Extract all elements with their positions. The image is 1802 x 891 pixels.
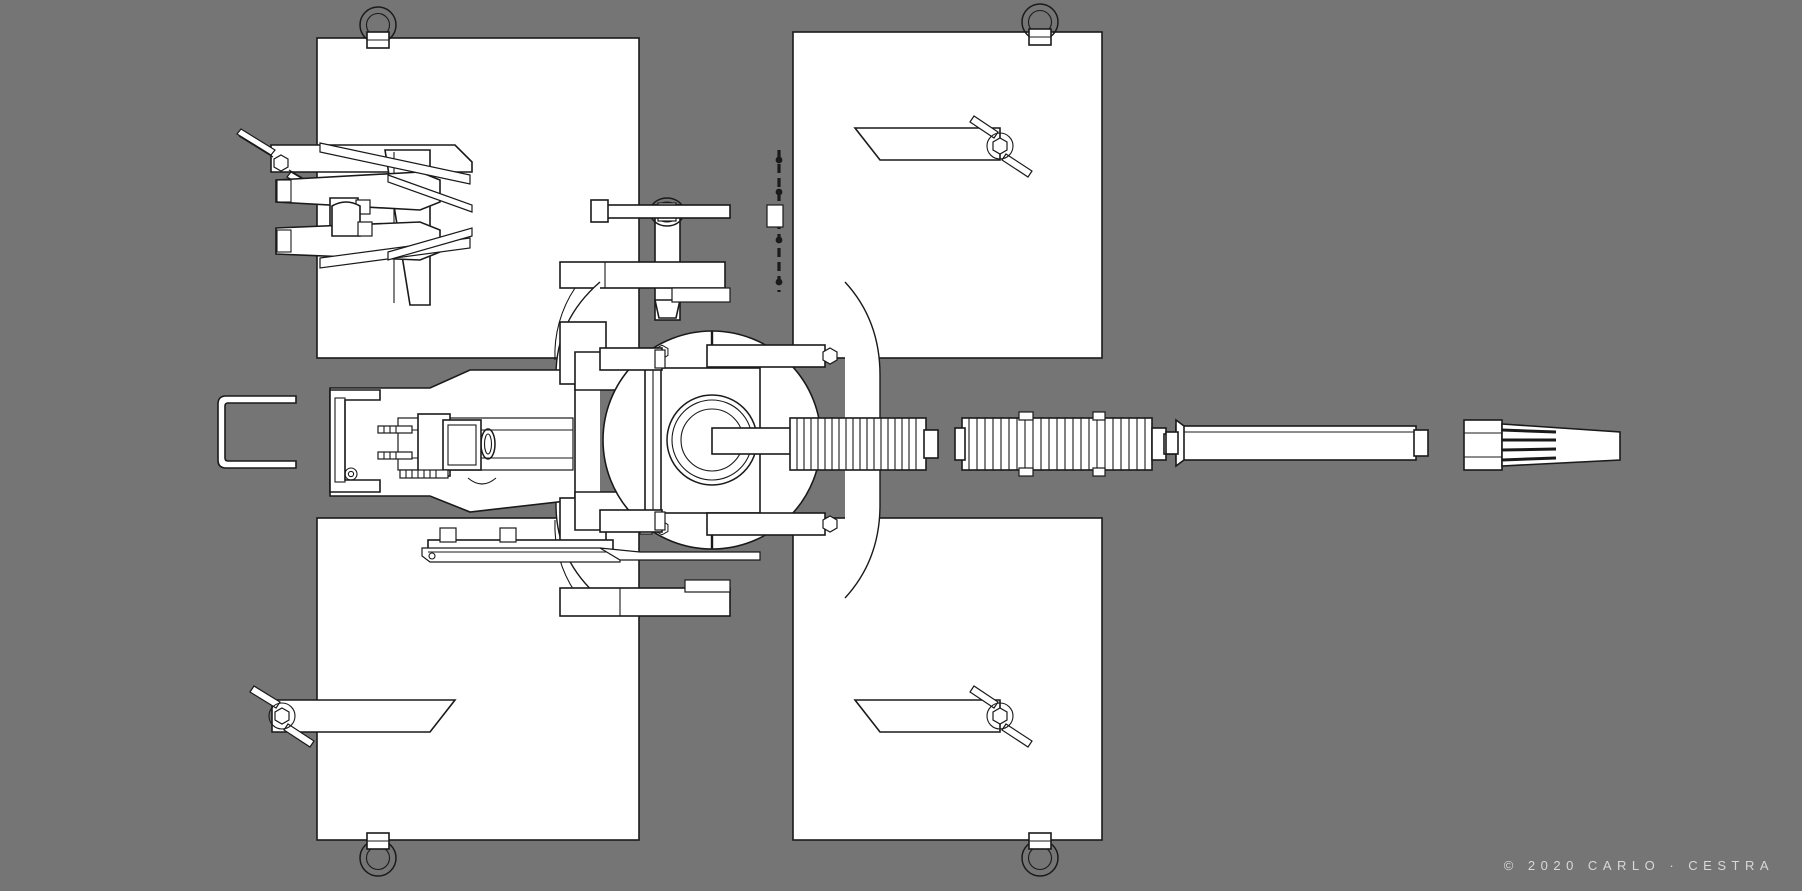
part-muzzle-flare xyxy=(1463,419,1621,471)
ring-bottom-left xyxy=(359,832,397,877)
copyright-notice: © 2020 CARLO · CESTRA xyxy=(1503,858,1774,873)
part-ribbed-a xyxy=(789,417,939,471)
bracket-bottom-left xyxy=(249,685,457,748)
part-ribbed-b xyxy=(954,411,1175,477)
part-c-channel xyxy=(217,395,297,469)
ring-top-left xyxy=(359,6,397,49)
part-guide-rail xyxy=(421,527,761,563)
part-t-lever xyxy=(559,197,731,321)
part-slide-block xyxy=(559,579,731,617)
part-breech-flange xyxy=(599,330,838,550)
ring-bottom-right xyxy=(1021,832,1059,877)
bracket-top-right xyxy=(853,115,1033,178)
part-receiver xyxy=(329,321,641,561)
ring-top-right xyxy=(1021,3,1059,46)
bracket-bottom-right xyxy=(853,685,1033,748)
part-smooth-tube xyxy=(1165,418,1429,468)
panel-clamp-assembly xyxy=(236,128,473,306)
panel-top-right xyxy=(792,31,1103,359)
part-indexing-rod xyxy=(766,150,784,292)
panel-bottom-right xyxy=(792,517,1103,841)
